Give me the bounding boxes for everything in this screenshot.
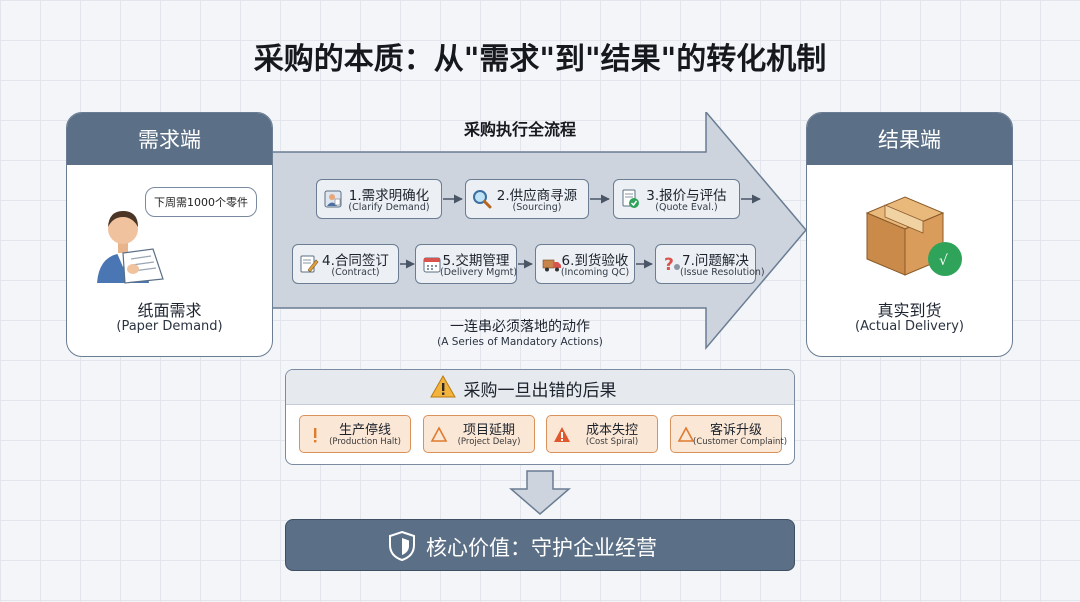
risk-sub: (Production Halt) xyxy=(329,437,401,447)
demand-subtitle: (Paper Demand) xyxy=(116,319,223,334)
process-flow-arrow xyxy=(260,112,807,351)
flow-caption-sub: (A Series of Mandatory Actions) xyxy=(437,336,603,348)
step-label: 1.需求明确化 xyxy=(348,188,430,204)
step-sub: (Clarify Demand) xyxy=(348,202,430,213)
risk-label: 成本失控 xyxy=(585,423,638,438)
step-delivery-mgmt: 5.交期管理 (Delivery Mgmt) xyxy=(415,244,517,284)
exclamation-icon xyxy=(314,428,317,443)
speech-bubble: 下周需1000个零件 xyxy=(145,187,257,217)
flow-title: 采购执行全流程 xyxy=(463,120,576,139)
step-sourcing: 2.供应商寻源 (Sourcing) xyxy=(465,179,589,219)
risk-label: 生产停线 xyxy=(338,423,391,438)
step-contract: 4.合同签订 (Contract) xyxy=(292,244,399,284)
contract-sign-icon xyxy=(300,255,319,273)
risk-customer-complaint: 客诉升级 (Customer Complaint) xyxy=(670,415,788,453)
step-sub: (Contract) xyxy=(331,267,380,278)
risk-label: 客诉升级 xyxy=(709,423,762,438)
core-value-text: 核心价值：守护企业经营 xyxy=(426,536,657,560)
step-sub: (Sourcing) xyxy=(512,202,562,213)
magnifier-icon xyxy=(473,190,492,209)
step-quote-eval: 3.报价与评估 (Quote Eval.) xyxy=(613,179,740,219)
svg-text:?: ? xyxy=(664,255,674,274)
step-label: 2.供应商寻源 xyxy=(496,188,578,204)
risk-project-delay: 项目延期 (Project Delay) xyxy=(423,415,535,453)
person-doc-icon xyxy=(324,190,342,208)
result-subtitle: (Actual Delivery) xyxy=(855,319,964,334)
result-panel-header: 结果端 xyxy=(807,113,1012,165)
consequences-title: 采购一旦出错的后果 xyxy=(463,381,617,401)
result-title: 真实到货 xyxy=(877,301,942,320)
svg-text:√: √ xyxy=(939,253,948,269)
step-sub: (Incoming QC) xyxy=(560,267,630,278)
result-panel: 结果端 √ 真实到货 (Actual Delivery) xyxy=(806,112,1013,357)
triangle-outline-icon xyxy=(677,426,695,442)
package-box-icon: √ xyxy=(865,196,962,276)
triangle-outline-icon xyxy=(430,426,448,442)
step-label: 7.问题解决 xyxy=(682,253,749,269)
consequences-header: 采购一旦出错的后果 xyxy=(286,370,794,405)
demand-title: 纸面需求 xyxy=(137,301,202,320)
step-issue-resolution: ? 7.问题解决 (Issue Resolution) xyxy=(655,244,765,284)
risk-sub: (Cost Spiral) xyxy=(585,437,639,447)
risk-sub: (Project Delay) xyxy=(457,437,521,447)
warning-icon xyxy=(430,375,456,398)
question-icon: ? xyxy=(664,255,680,274)
calendar-icon xyxy=(423,257,441,273)
core-value-bar: 核心价值：守护企业经营 xyxy=(285,519,795,571)
step-incoming-qc: 6.到货验收 (Incoming QC) xyxy=(535,244,635,284)
down-arrow xyxy=(508,470,572,515)
risk-cost-spiral: 成本失控 (Cost Spiral) xyxy=(546,415,658,453)
step-label: 6.到货验收 xyxy=(561,253,629,269)
step-sub: (Quote Eval.) xyxy=(655,202,718,213)
step-sub: (Issue Resolution) xyxy=(680,267,765,278)
flow-caption: 一连串必须落地的动作 xyxy=(450,319,590,335)
warning-filled-icon xyxy=(554,427,570,442)
truck-icon xyxy=(542,259,561,272)
step-sub: (Delivery Mgmt) xyxy=(440,267,518,278)
quote-check-icon xyxy=(622,189,639,208)
shield-icon xyxy=(389,530,415,562)
step-label: 3.报价与评估 xyxy=(646,188,727,204)
risk-sub: (Customer Complaint) xyxy=(693,437,788,447)
step-label: 5.交期管理 xyxy=(442,253,510,269)
demand-panel-header: 需求端 xyxy=(67,113,272,165)
consequences-panel: 采购一旦出错的后果 生产停线 (Production Halt) 项目延期 (P… xyxy=(285,369,795,465)
risk-production-halt: 生产停线 (Production Halt) xyxy=(299,415,411,453)
person-with-document-icon xyxy=(97,211,164,284)
step-clarify-demand: 1.需求明确化 (Clarify Demand) xyxy=(316,179,442,219)
page-title: 采购的本质：从"需求"到"结果"的转化机制 xyxy=(253,42,827,77)
step-label: 4.合同签订 xyxy=(322,253,389,269)
risk-label: 项目延期 xyxy=(462,423,515,438)
demand-panel: 需求端 下周需1000个零件 纸面需求 (Paper Demand) xyxy=(66,112,273,357)
